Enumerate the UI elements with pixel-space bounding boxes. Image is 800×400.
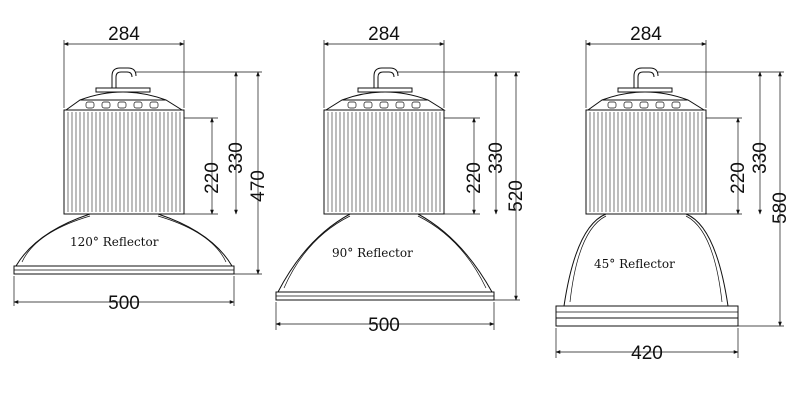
total-height-dim: 580 <box>770 192 791 224</box>
reflector-label: 90° Reflector <box>332 246 413 260</box>
fin-lines <box>589 112 703 212</box>
fin-lines <box>67 112 181 212</box>
base-width-dim: 500 <box>368 315 400 336</box>
vented-dome <box>586 99 706 111</box>
top-cap <box>617 87 673 93</box>
total-height-dim: 470 <box>248 170 269 202</box>
hanging-hook <box>633 67 659 88</box>
top-width-dim: 284 <box>368 24 400 45</box>
fin-lines <box>327 112 441 212</box>
fin-height-dim: 220 <box>728 162 749 194</box>
top-cap <box>357 87 413 93</box>
lamp-120-reflector: 120° Reflector 284 500 220 330 470 <box>13 24 269 314</box>
top-width-dim: 284 <box>108 24 140 45</box>
reflector-label: 120° Reflector <box>70 235 159 249</box>
lamp-45-reflector: 45° Reflector 284 420 220 330 580 <box>555 24 791 364</box>
top-cap <box>95 87 151 93</box>
body-height-dim: 330 <box>226 142 247 174</box>
vented-dome <box>324 99 446 111</box>
total-height-dim: 520 <box>506 180 527 212</box>
fin-height-dim: 220 <box>202 162 223 194</box>
top-width-dim: 284 <box>630 24 662 45</box>
base-width-dim: 500 <box>108 293 140 314</box>
body-height-dim: 330 <box>750 142 771 174</box>
base-width-dim: 420 <box>631 343 663 364</box>
fin-height-dim: 220 <box>464 162 485 194</box>
vented-dome <box>64 99 184 111</box>
body-height-dim: 330 <box>486 142 507 174</box>
hanging-hook <box>111 67 137 88</box>
reflector-label: 45° Reflector <box>594 257 675 271</box>
hanging-hook <box>373 67 399 88</box>
lamp-90-reflector: 90° Reflector 284 500 220 330 520 <box>275 24 527 336</box>
